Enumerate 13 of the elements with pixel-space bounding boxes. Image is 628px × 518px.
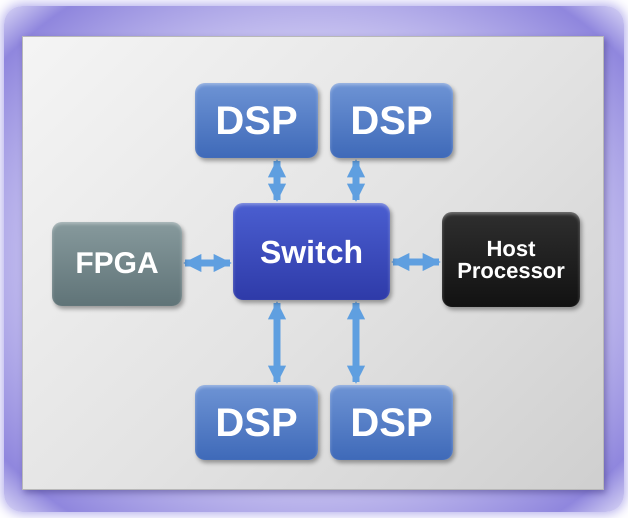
dsp-box: DSP bbox=[330, 83, 453, 158]
double-arrow bbox=[268, 301, 286, 384]
double-arrow bbox=[183, 254, 232, 272]
processor-box: Host Processor bbox=[442, 212, 580, 307]
dsp-box: DSP bbox=[195, 83, 318, 158]
dsp-box: DSP bbox=[195, 385, 318, 460]
double-arrow bbox=[346, 301, 366, 384]
double-arrow bbox=[391, 252, 441, 272]
double-arrow bbox=[346, 159, 366, 202]
fpga-box: FPGA bbox=[52, 222, 182, 306]
switch-box: Switch bbox=[233, 203, 390, 300]
double-arrow bbox=[268, 159, 286, 202]
dsp-box: DSP bbox=[330, 385, 453, 460]
